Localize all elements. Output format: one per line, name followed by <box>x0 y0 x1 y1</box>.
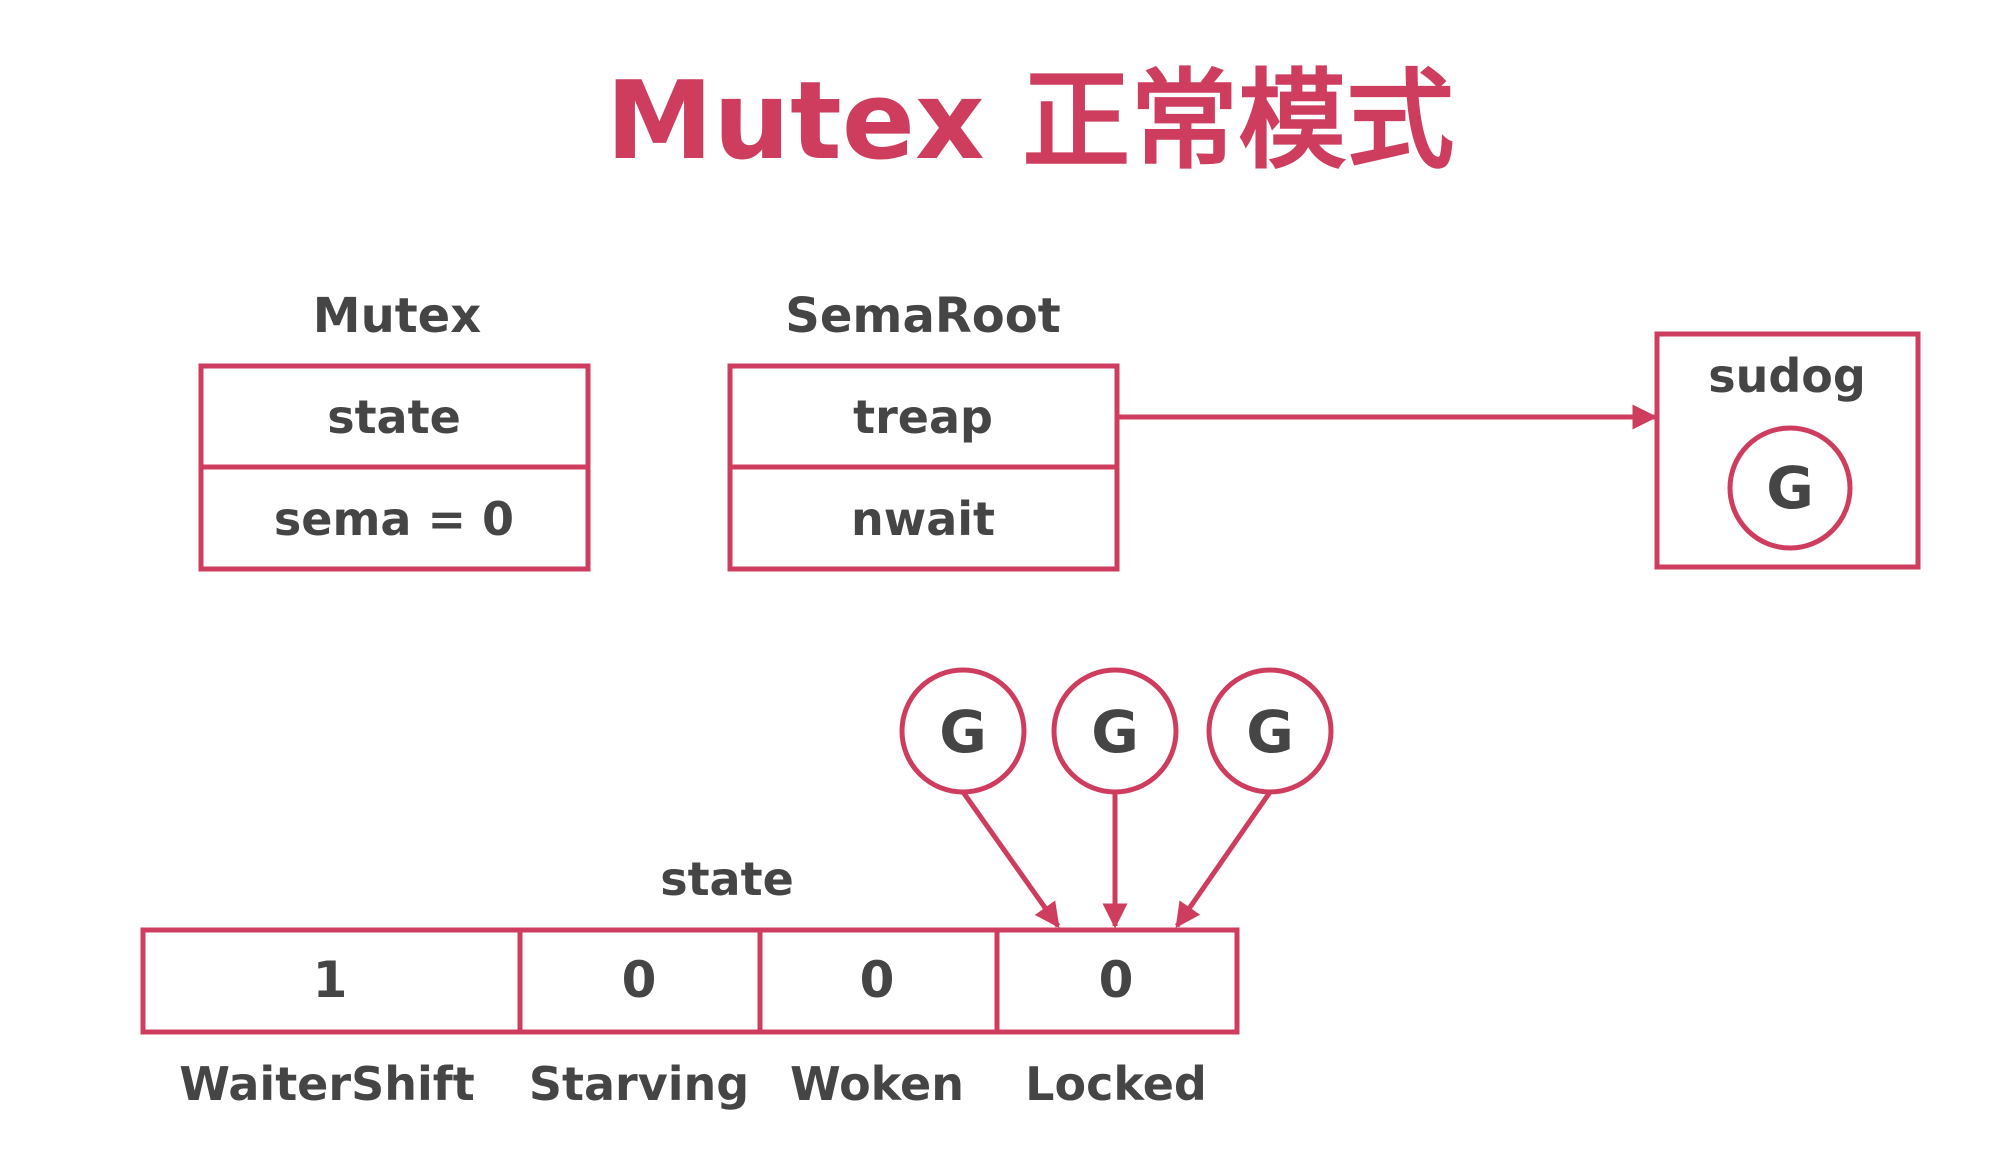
state-bit-value-starving: 0 <box>622 951 657 1009</box>
semaroot-field-treap: treap <box>853 390 993 444</box>
state-bit-value-waitershift: 1 <box>313 951 348 1009</box>
sudog-goroutine-label: G <box>1766 454 1814 522</box>
state-bitfield-label: state <box>660 852 794 906</box>
goroutine-1-arrow <box>960 790 1061 929</box>
sudog-goroutine-circle <box>1727 425 1853 551</box>
state-bit-value-woken: 0 <box>860 951 895 1009</box>
waiting-goroutines: G G G <box>899 667 1334 929</box>
state-bit-name-woken: Woken <box>790 1057 964 1111</box>
mutex-field-sema: sema = 0 <box>274 492 514 546</box>
semaroot-label: SemaRoot <box>785 288 1060 344</box>
goroutine-label-3: G <box>1246 698 1294 766</box>
state-bit-value-locked: 0 <box>1099 951 1134 1009</box>
state-bit-name-starving: Starving <box>529 1057 749 1111</box>
state-bit-name-locked: Locked <box>1025 1057 1207 1111</box>
sudog-box <box>1654 331 1921 570</box>
state-bit-name-waitershift: WaiterShift <box>179 1057 474 1111</box>
goroutine-label-1: G <box>939 698 987 766</box>
page-title: Mutex 正常模式 <box>606 59 1455 184</box>
state-bitfield: state 1 0 0 0 WaiterShift Starving Woken… <box>140 852 1240 1111</box>
sudog-label: sudog <box>1708 349 1866 403</box>
mutex-label: Mutex <box>313 288 481 344</box>
sudog-struct: sudog G <box>1654 331 1921 570</box>
semaroot-struct: SemaRoot treap nwait <box>727 288 1120 572</box>
goroutine-label-2: G <box>1091 698 1139 766</box>
goroutine-3-arrow <box>1174 790 1273 929</box>
mutex-field-state: state <box>327 390 461 444</box>
state-bitfield-box <box>140 927 1240 1035</box>
mutex-struct: Mutex state sema = 0 <box>198 288 591 572</box>
semaroot-field-nwait: nwait <box>851 492 995 546</box>
